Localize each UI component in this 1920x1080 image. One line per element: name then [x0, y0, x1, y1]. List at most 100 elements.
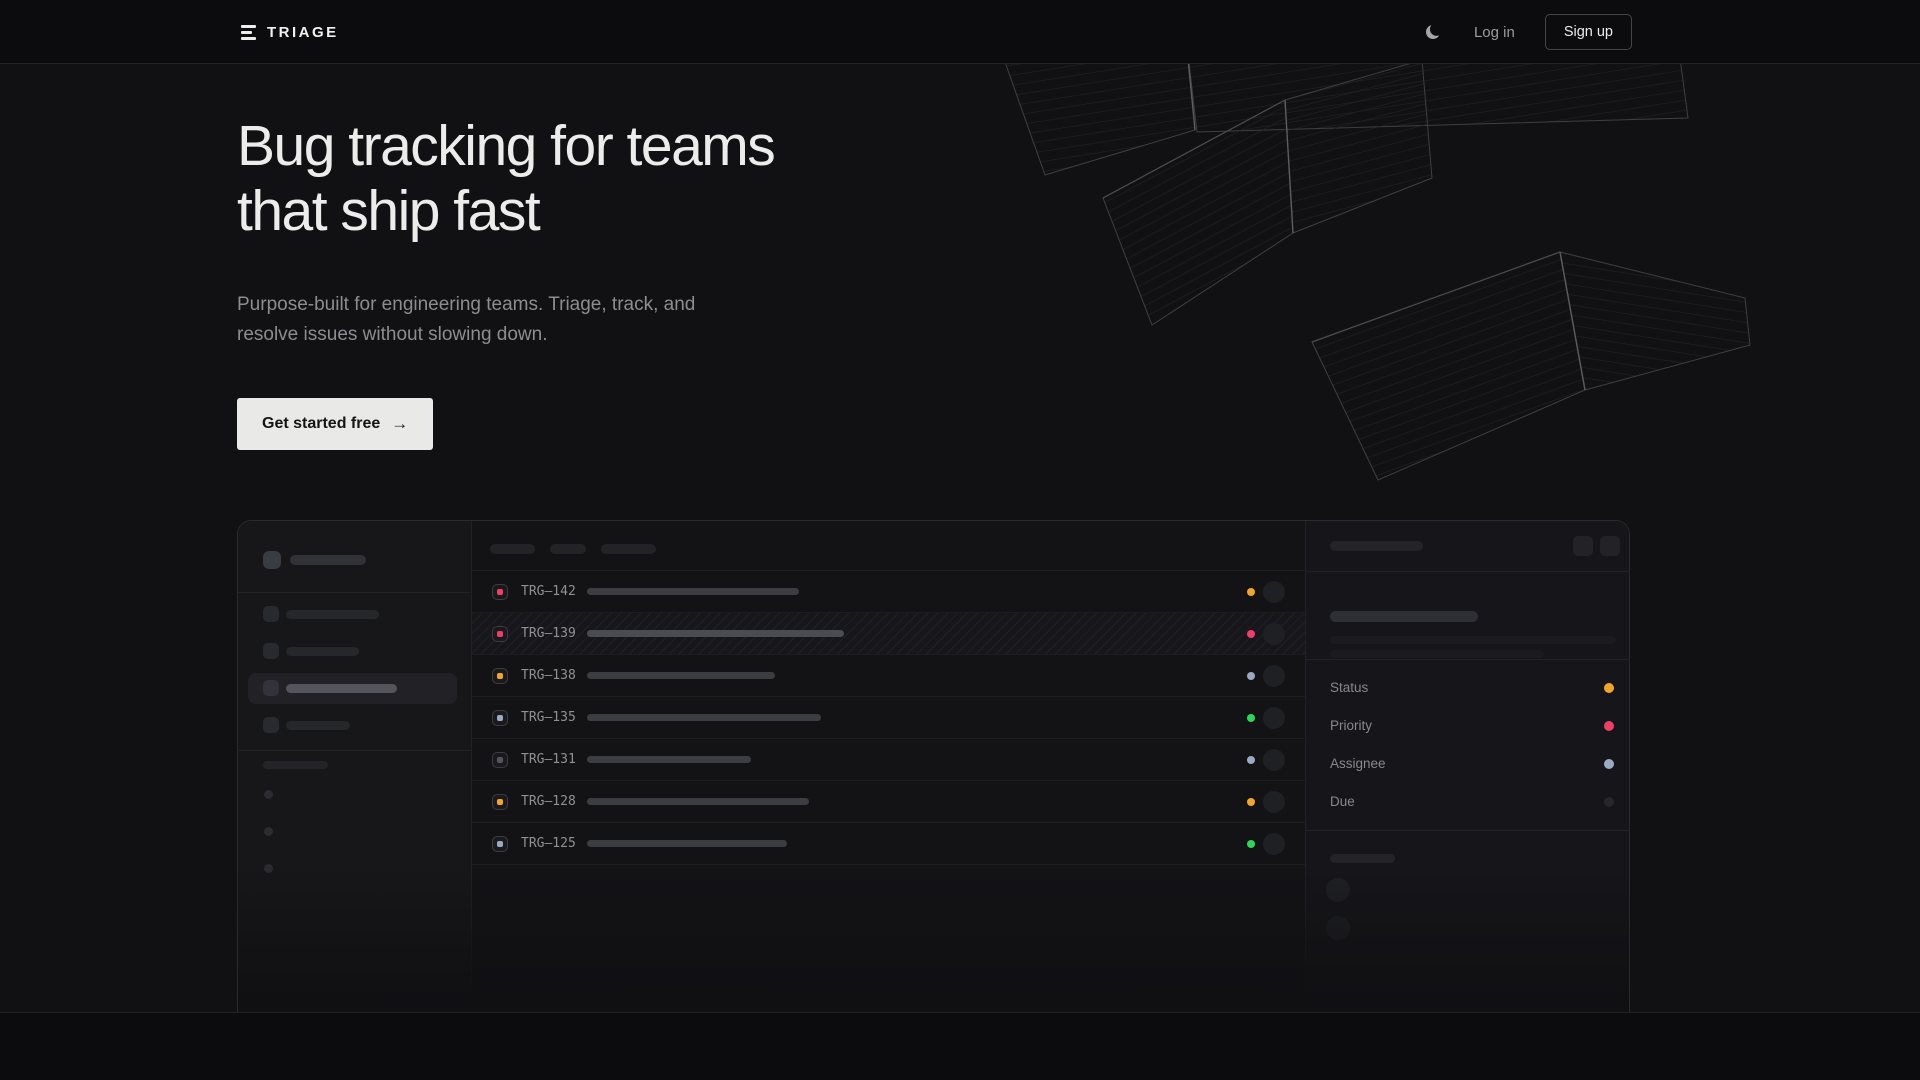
hero-subtitle: Purpose-built for engineering teams. Tri…	[237, 290, 695, 350]
issue-title-placeholder	[587, 756, 751, 763]
issue-id: TRG–125	[521, 836, 576, 851]
issue-row[interactable]: TRG–135	[472, 697, 1305, 739]
list-filter-pill-placeholder[interactable]	[490, 544, 535, 554]
issue-type-icon	[492, 626, 508, 642]
issue-type-dot	[497, 589, 503, 595]
sidebar-item-label-placeholder	[286, 684, 397, 693]
panel-field-value-dot	[1604, 721, 1614, 731]
issue-description-placeholder	[1330, 650, 1544, 658]
activity-label-placeholder	[1330, 854, 1395, 863]
issue-row[interactable]: TRG–142	[472, 571, 1305, 613]
hero-subtitle-line2: resolve issues without slowing down.	[237, 324, 548, 345]
sidebar-item-label-placeholder	[286, 721, 350, 730]
issue-type-dot	[497, 841, 503, 847]
hero-title-line2: that ship fast	[237, 179, 541, 243]
issue-row[interactable]: TRG–125	[472, 823, 1305, 865]
sidebar-item-placeholder[interactable]	[248, 673, 457, 704]
panel-field-due[interactable]: Due	[1306, 783, 1629, 821]
issue-type-icon	[492, 836, 508, 852]
issue-type-icon	[492, 752, 508, 768]
list-header	[472, 521, 1305, 571]
sidebar-footer-dot	[264, 864, 273, 873]
issue-type-dot	[497, 673, 503, 679]
panel-field-assignee[interactable]: Assignee	[1306, 745, 1629, 783]
issue-row[interactable]: TRG–139	[472, 613, 1305, 655]
sidebar-item-placeholder[interactable]	[248, 636, 457, 667]
status-dot	[1247, 840, 1255, 848]
issue-type-icon	[492, 668, 508, 684]
panel-divider	[1306, 830, 1629, 831]
nav-actions: Log in Sign up	[1422, 0, 1632, 64]
sidebar-item-label-placeholder	[286, 647, 359, 656]
issue-title-placeholder	[587, 798, 809, 805]
sidebar-item-placeholder[interactable]	[248, 599, 457, 630]
sidebar-section-label-placeholder	[263, 761, 328, 769]
sidebar-item-icon-placeholder	[263, 606, 279, 622]
hero-section: Bug tracking for teams that ship fast Pu…	[0, 64, 1920, 1013]
hero-title-line1: Bug tracking for teams	[237, 114, 776, 178]
sidebar-item-icon-placeholder	[263, 643, 279, 659]
issue-id: TRG–135	[521, 710, 576, 725]
sidebar-footer-dot	[264, 827, 273, 836]
login-link[interactable]: Log in	[1473, 23, 1515, 41]
workspace-name-placeholder	[290, 555, 366, 565]
issue-type-dot	[497, 631, 503, 637]
signup-button[interactable]: Sign up	[1544, 14, 1632, 50]
issue-title-placeholder	[587, 630, 844, 637]
issue-id: TRG–131	[521, 752, 576, 767]
footer-band	[0, 1014, 1920, 1080]
hero-subtitle-line1: Purpose-built for engineering teams. Tri…	[237, 294, 696, 315]
get-started-label: Get started free	[262, 415, 381, 432]
top-nav: TRIAGE Log in Sign up	[0, 0, 1920, 64]
sidebar-item-placeholder[interactable]	[248, 710, 457, 741]
sidebar-item-icon-placeholder	[263, 717, 279, 733]
triage-logo-icon	[241, 24, 256, 40]
wireframe-panels-graphic	[1005, 64, 1751, 481]
issue-description-placeholder	[1330, 636, 1616, 644]
list-filter-pill-placeholder[interactable]	[550, 544, 586, 554]
panel-header-placeholder	[1330, 541, 1423, 551]
panel-close-button[interactable]	[1600, 536, 1620, 556]
panel-field-priority[interactable]: Priority	[1306, 707, 1629, 745]
issue-type-icon	[492, 584, 508, 600]
panel-field-value-dot	[1604, 797, 1614, 807]
issue-title-placeholder	[587, 840, 787, 847]
issue-id: TRG–128	[521, 794, 576, 809]
issue-type-dot	[497, 715, 503, 721]
assignee-avatar	[1263, 833, 1285, 855]
issue-row[interactable]: TRG–128	[472, 781, 1305, 823]
issue-row[interactable]: TRG–138	[472, 655, 1305, 697]
status-dot	[1247, 798, 1255, 806]
issue-id: TRG–139	[521, 626, 576, 641]
status-dot	[1247, 756, 1255, 764]
panel-field-label: Assignee	[1330, 756, 1386, 771]
brand-name: TRIAGE	[267, 23, 339, 41]
issue-title-placeholder	[587, 588, 799, 595]
issue-id: TRG–138	[521, 668, 576, 683]
issue-type-icon	[492, 794, 508, 810]
sidebar-divider	[238, 750, 471, 751]
status-dot	[1247, 714, 1255, 722]
get-started-button[interactable]: Get started free →	[237, 398, 434, 450]
issue-row[interactable]: TRG–131	[472, 739, 1305, 781]
panel-action-button[interactable]	[1573, 536, 1593, 556]
panel-field-value-dot	[1604, 759, 1614, 769]
arrow-right-icon: →	[391, 414, 409, 433]
mockup-sidebar	[238, 521, 472, 1012]
panel-field-status[interactable]: Status	[1306, 669, 1629, 707]
status-dot	[1247, 630, 1255, 638]
issue-type-dot	[497, 757, 503, 763]
activity-avatar	[1326, 916, 1350, 940]
sidebar-divider	[238, 592, 471, 593]
panel-field-label: Due	[1330, 794, 1355, 809]
panel-field-value-dot	[1604, 683, 1614, 693]
assignee-avatar	[1263, 581, 1285, 603]
list-filter-pill-placeholder[interactable]	[601, 544, 656, 554]
theme-toggle-button[interactable]	[1422, 21, 1444, 43]
brand-logo[interactable]: TRIAGE	[241, 0, 339, 64]
issue-title-placeholder	[587, 672, 775, 679]
